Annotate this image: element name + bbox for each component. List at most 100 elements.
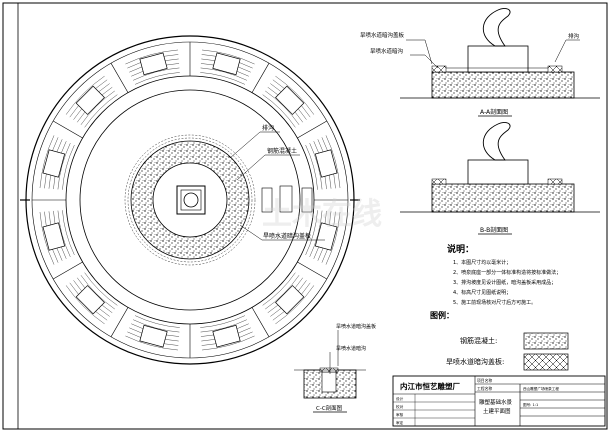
paving-stripe	[125, 335, 178, 351]
bb-title: B-B剖面图	[480, 226, 508, 234]
notes-title: 说明：	[447, 243, 474, 255]
paving-stripe	[65, 75, 105, 115]
paving-stripe	[80, 275, 115, 310]
paving-stripe	[202, 49, 255, 65]
notes: 说明： 1、本图尺寸均以毫米计； 2、喷泉底座一部分一体标准构造将按标准做法； …	[447, 243, 561, 306]
note-1: 1、本图尺寸均以毫米计；	[453, 259, 511, 266]
slab-2	[279, 185, 293, 213]
radial-lines	[32, 42, 348, 358]
aa-title: A-A剖面图	[480, 108, 508, 116]
aa-label-cover: 旱喷水道暗沟盖板	[360, 31, 405, 39]
bb-sculpture	[482, 121, 511, 161]
tb-row-works: 工程名称	[477, 386, 492, 391]
paving-slab	[314, 222, 338, 251]
paving-stripe	[265, 275, 300, 310]
cover-ring-outer	[124, 134, 256, 266]
aa-label-channel: 旱喷水道暗沟	[370, 47, 404, 55]
tb-row-review: 审核	[396, 412, 404, 417]
paving-stripe	[57, 143, 71, 190]
paving-stripe	[62, 210, 75, 256]
tb-scale: 图号: 1:1	[523, 402, 538, 407]
paving-stripe	[275, 285, 315, 325]
paving-slab	[75, 85, 105, 115]
legend-swatch-cover	[523, 353, 569, 371]
paving-stripe	[325, 212, 341, 265]
note-3: 3、排沟坡度见设计图纸，暗沟盖板采用成品；	[453, 279, 556, 286]
paving-stripe	[325, 135, 341, 188]
aa-sculpture	[482, 7, 511, 47]
paving-stripe	[309, 210, 323, 257]
bb-base	[431, 183, 575, 213]
pedestal-square	[176, 185, 206, 215]
tb-drawing-name: 雕塑基础水景	[479, 398, 513, 406]
concrete-ring-edge-in	[152, 162, 228, 238]
slab-1	[261, 187, 273, 213]
slab-3	[301, 187, 313, 213]
paving-stripe	[262, 94, 296, 128]
plan-view: 排沟 钢筋混凝土 旱喷水道暗沟盖板	[20, 35, 360, 365]
paving-stripe	[305, 210, 318, 256]
legend-swatch-concrete	[523, 332, 569, 350]
cc-channel	[321, 371, 337, 393]
paving-slab	[212, 52, 241, 76]
paving-slab	[139, 52, 168, 76]
legend-label-cover: 旱喷水道暗沟盖板:	[446, 357, 504, 366]
paving-stripe	[200, 67, 247, 81]
paving-slab	[42, 149, 66, 178]
paving-stripe	[39, 135, 55, 188]
plan-label-cover: 旱喷水道暗沟盖板	[263, 232, 311, 240]
tb-project-text: 西山雕塑广场喷泉工程	[523, 386, 559, 391]
radial-divider	[53, 261, 83, 280]
paving-stripe	[265, 90, 300, 125]
radial-divider	[110, 63, 129, 93]
radial-divider	[53, 120, 83, 139]
title-block: 内江市恒艺雕塑厂 项目名称 工程名称 西山雕塑广场喷泉工程 设计 校对 审核 审…	[392, 375, 606, 427]
aa-base	[431, 71, 575, 99]
note-2: 2、喷泉底座一部分一体标准构造将按标准做法；	[453, 269, 561, 276]
leader-concrete	[236, 154, 300, 181]
tb-drawing-subname: 土建平面图	[483, 407, 511, 415]
plan-label-concrete: 钢筋混凝土	[267, 147, 297, 155]
cover-ring	[127, 137, 253, 263]
plan-label-drain: 排沟	[262, 124, 274, 132]
middle-ring-inner	[79, 89, 301, 311]
cc-label-channel: 旱喷水道暗沟	[336, 345, 366, 352]
paving-stripe	[133, 67, 180, 81]
paving-stripe	[305, 144, 318, 190]
paving-stripe	[200, 315, 246, 328]
legend: 图例： 钢筋混凝土: 旱喷水道暗沟盖板:	[430, 310, 569, 371]
paving-slab	[314, 149, 338, 178]
paving-stripe	[84, 272, 118, 306]
paving-stripe	[200, 72, 246, 85]
paving-slab	[75, 285, 105, 315]
paving-stripe	[200, 319, 247, 333]
paving-stripe	[125, 49, 178, 65]
paving-stripe	[309, 143, 323, 190]
paving-stripe	[39, 212, 55, 265]
legend-title: 图例：	[430, 310, 454, 320]
cc-label-cover: 旱喷水道暗沟盖板	[336, 323, 376, 330]
rectangular-slabs	[42, 52, 338, 348]
aa-cover-left	[431, 65, 447, 73]
pedestal-circle	[183, 192, 199, 208]
paving-stripe	[62, 144, 75, 190]
paving-stripe	[65, 285, 105, 325]
paving-slab	[42, 222, 66, 251]
radial-divider	[110, 307, 129, 337]
legend-label-concrete: 钢筋混凝土:	[460, 336, 497, 345]
paving-stripe	[202, 335, 255, 351]
cc-title: C-C剖面图	[316, 404, 343, 412]
watermark: 土木在线	[262, 197, 382, 232]
aa-cover-right	[547, 65, 563, 73]
radial-divider	[297, 120, 327, 139]
paving-slab	[275, 285, 305, 315]
leader-cover	[239, 224, 325, 241]
tb-company: 内江市恒艺雕塑厂	[400, 381, 460, 391]
paving-slab	[275, 85, 305, 115]
tb-row-approve: 审定	[396, 420, 404, 425]
leader-drain	[229, 131, 280, 159]
aa-pedestal	[467, 45, 529, 73]
pedestal-inner	[180, 189, 202, 211]
